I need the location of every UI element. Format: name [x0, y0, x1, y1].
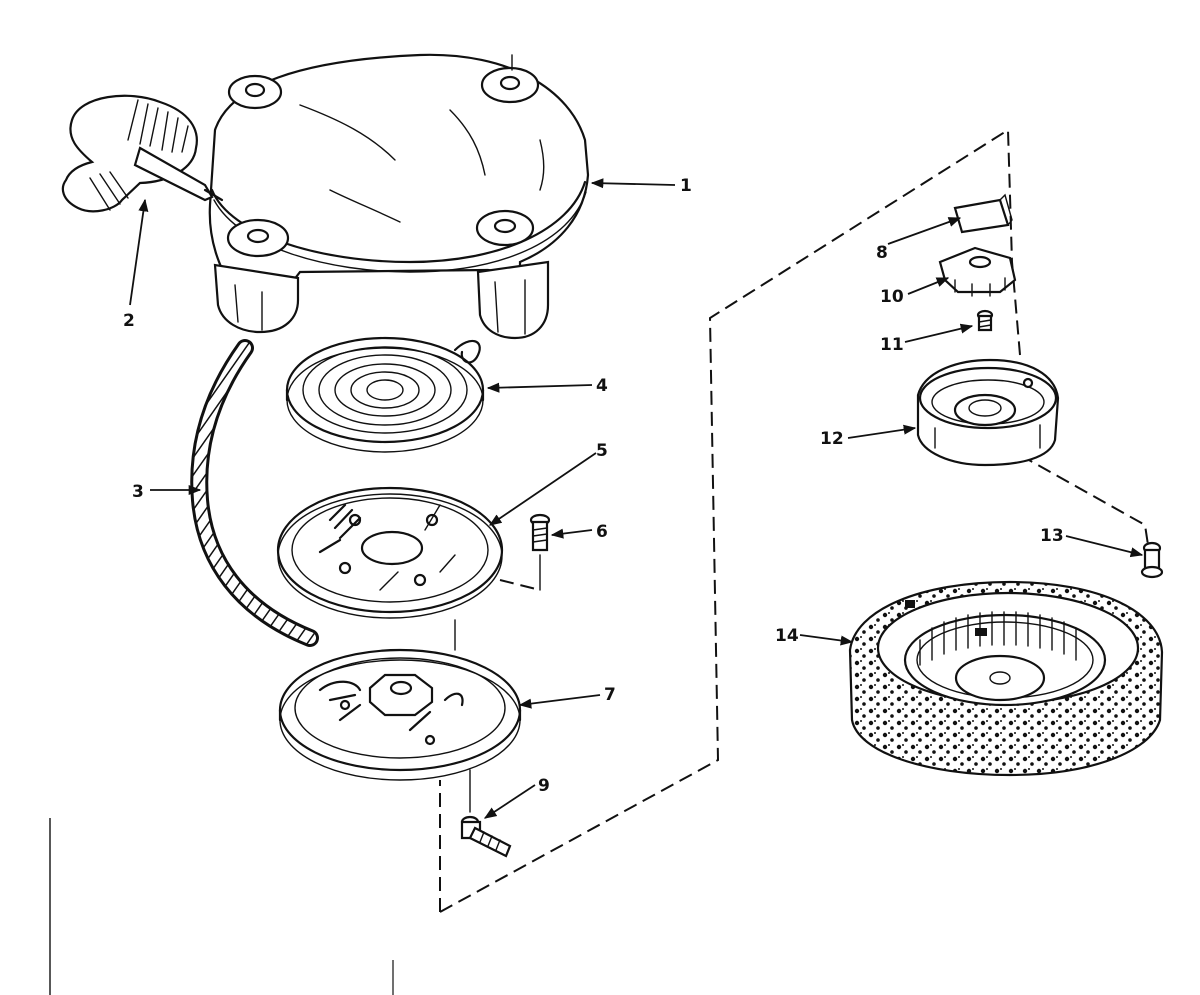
scan-edge-lines — [49, 818, 394, 995]
callout-6: 6 — [596, 522, 608, 542]
callout-labels: 1 2 3 4 5 6 7 8 9 10 11 12 13 14 — [123, 176, 1064, 796]
starter-pulley — [278, 648, 522, 781]
callout-8: 8 — [876, 243, 888, 263]
screw-13 — [1140, 541, 1164, 579]
screw-11 — [976, 309, 994, 332]
assembly-axis-lines — [454, 554, 541, 813]
callout-4: 4 — [596, 376, 608, 396]
callout-2: 2 — [123, 311, 135, 331]
callout-1: 1 — [680, 176, 692, 196]
starter-housing — [208, 53, 590, 340]
callout-7: 7 — [604, 685, 616, 705]
callout-11: 11 — [880, 335, 904, 355]
callout-9: 9 — [538, 776, 550, 796]
callout-14: 14 — [775, 626, 799, 646]
ratchet-10 — [938, 246, 1017, 297]
starter-rope — [190, 339, 319, 647]
screw-6 — [529, 513, 551, 552]
ratchet-cup-12 — [916, 358, 1060, 467]
dashed-pulley-link — [499, 579, 541, 591]
callout-5: 5 — [596, 441, 608, 461]
callout-10: 10 — [880, 287, 904, 307]
callout-13: 13 — [1040, 526, 1064, 546]
callout-3: 3 — [132, 482, 144, 502]
leader-lines — [129, 178, 1144, 819]
starter-drum-14 — [848, 580, 1164, 777]
drive-key — [953, 193, 1013, 234]
recoil-spring — [285, 336, 485, 453]
starter-handle — [61, 94, 224, 213]
bolt-9 — [460, 815, 512, 858]
dashed-assembly-outline — [439, 128, 1149, 913]
spring-cover-plate — [276, 486, 504, 619]
callout-12: 12 — [820, 429, 844, 449]
